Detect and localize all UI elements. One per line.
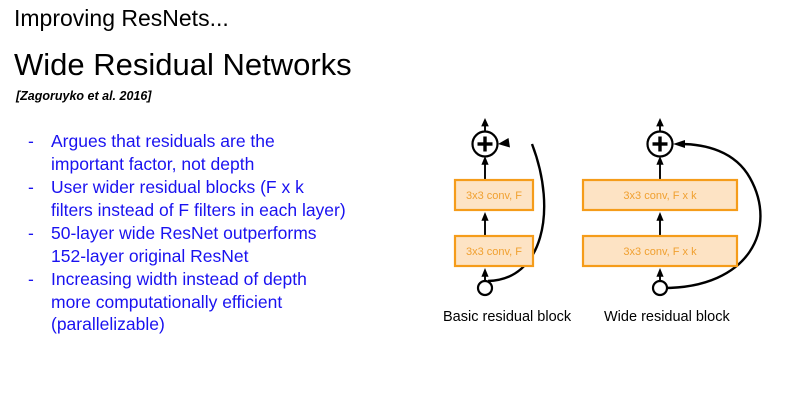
citation-reference: [Zagoruyko et al. 2016] <box>16 89 152 103</box>
bullet-dash-icon: - <box>28 269 34 289</box>
list-item: - Argues that residuals are the importan… <box>28 130 408 175</box>
conv-layer-label: 3x3 conv, F <box>466 246 522 258</box>
conv-layer-label: 3x3 conv, F <box>466 190 522 202</box>
arrowhead <box>481 156 489 165</box>
list-item-label: Increasing width instead of depth more c… <box>51 269 307 334</box>
input-branch-node <box>476 279 494 297</box>
residual-block-diagram: 3x3 conv, F 3x3 conv, F <box>430 118 790 333</box>
basic-residual-block-graphic: 3x3 conv, F 3x3 conv, F <box>453 118 546 297</box>
arrowhead <box>481 212 489 221</box>
list-item: - 50-layer wide ResNet outperforms 152-l… <box>28 222 408 267</box>
wide-residual-block-graphic: 3x3 conv, F x k 3x3 conv, F x k <box>581 118 762 297</box>
skip-connection-curve <box>662 142 762 290</box>
slide-eyebrow: Improving ResNets... <box>14 5 229 31</box>
bullet-dash-icon: - <box>28 131 34 151</box>
skip-arrowhead <box>498 138 510 148</box>
bullet-list: - Argues that residuals are the importan… <box>28 130 408 337</box>
arrowhead <box>656 156 664 165</box>
list-item: - User wider residual blocks (F x k filt… <box>28 176 408 221</box>
bullet-dash-icon: - <box>28 177 34 197</box>
input-branch-node <box>651 279 669 297</box>
skip-arrowhead <box>673 140 685 148</box>
arrowhead <box>481 268 489 277</box>
conv-layer-box <box>453 234 535 268</box>
conv-layer-box <box>453 178 535 212</box>
arrowhead <box>656 212 664 221</box>
list-item-label: Argues that residuals are the important … <box>51 131 275 174</box>
wide-block-caption: Wide residual block <box>604 309 730 325</box>
list-item: - Increasing width instead of depth more… <box>28 268 408 336</box>
bullet-dash-icon: - <box>28 223 34 243</box>
skip-connection-curve <box>487 143 546 283</box>
conv-layer-box <box>581 178 739 212</box>
page-title: Wide Residual Networks <box>14 47 352 82</box>
conv-layer-box <box>581 234 739 268</box>
list-item-label: 50-layer wide ResNet outperforms 152-lay… <box>51 223 317 266</box>
list-item-label: User wider residual blocks (F x k filter… <box>51 177 346 220</box>
conv-layer-label: 3x3 conv, F x k <box>623 246 697 258</box>
conv-layer-label: 3x3 conv, F x k <box>623 190 697 202</box>
basic-block-caption: Basic residual block <box>443 309 572 325</box>
output-arrowhead <box>481 118 489 127</box>
arrowhead <box>656 268 664 277</box>
output-arrowhead <box>656 118 664 127</box>
